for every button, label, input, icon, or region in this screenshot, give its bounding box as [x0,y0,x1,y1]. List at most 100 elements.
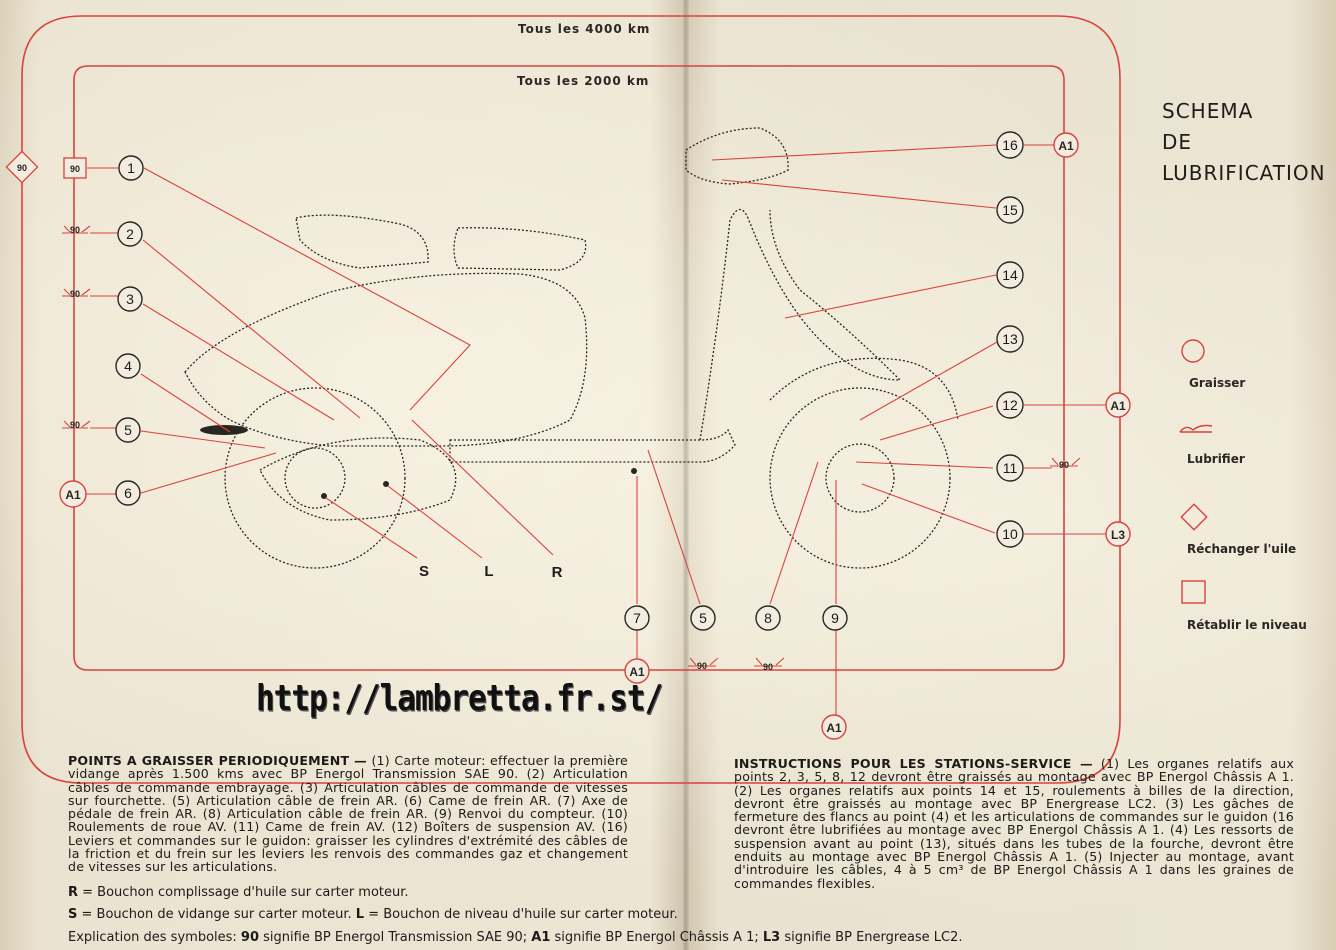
leader-13 [859,341,998,421]
callout-circles [115,131,1024,631]
plug-letters: S L R [419,563,563,581]
plug-l-label: L [484,563,493,580]
plug-r-label: R [552,564,563,581]
legend-lubricate-label: Lubrifier [1187,452,1245,466]
front-wheel [769,387,951,569]
legend-change-oil-label: Réchanger l'uile [1187,542,1297,556]
engine-case [259,437,457,521]
oilcan-3-icon [62,288,91,297]
expl-k2: A1 [531,930,551,945]
callout-11: 11 [1003,460,1018,476]
front-fender [769,357,959,421]
leg-shield [699,208,902,441]
a1-16-symbol [1053,132,1079,158]
leader-5-bottom [647,449,701,605]
leader-lines [86,144,1106,718]
leader-5-left [140,430,266,449]
legend-grease-label: Graisser [1189,376,1246,390]
callout-4: 4 [124,358,132,374]
schema-title-line1: SCHEMA [1162,99,1254,123]
oil-5b-label: 90 [697,661,707,671]
callout-13-circle [996,325,1024,353]
right-symbols: A1 A1 90 L3 [1050,132,1131,547]
callout-15: 15 [1002,202,1018,218]
leader-11 [855,461,994,469]
callout-10: 10 [1002,526,1018,542]
scooter-drawing [184,127,959,569]
expl-t4: signifie BP Energrease LC2. [780,930,963,945]
callout-12-circle [996,391,1024,419]
callout-5b: 5 [699,610,707,626]
points-body: (1) Carte moteur: effectuer la première … [68,753,628,875]
s-key: S [68,907,78,922]
frame-2000km [73,65,1065,671]
l3-symbol [1105,521,1131,547]
callout-11-circle [996,454,1024,482]
callout-1-circle [118,155,144,181]
callout-12: 12 [1002,397,1018,413]
points-heading: POINTS A GRAISSER PERIODIQUEMENT — [68,753,367,768]
square-90-label: 90 [70,164,80,174]
points-paragraph: POINTS A GRAISSER PERIODIQUEMENT — (1) C… [68,754,628,874]
oil-3-label: 90 [70,289,80,299]
leader-2 [142,239,361,419]
callout-1: 1 [127,160,135,176]
bottom-symbols: A1 90 90 A1 [624,657,847,740]
oilcan-8-icon [754,657,785,667]
callout-9: 9 [831,610,839,626]
diamond-90-label: 90 [17,163,27,173]
oil-11-label: 90 [1059,460,1069,470]
leader-16 [711,144,997,161]
callout-9-circle [822,605,848,631]
rear-lamp [200,425,248,435]
a1-7-label: A1 [629,665,645,679]
a1-12-symbol [1105,392,1131,418]
callout-7-circle [624,605,650,631]
interval-frames [21,15,1121,784]
square-90-symbol [63,157,87,179]
symbols-explanation-line: Explication des symboles: 90 signifie BP… [68,930,963,945]
callout-3: 3 [126,291,134,307]
oil-2-label: 90 [70,225,80,235]
headset [685,127,789,185]
schema-title-line2: DE [1162,130,1193,154]
legend-symbols [1179,339,1213,604]
floorboard [449,428,736,463]
page-fold [683,0,689,950]
callout-8: 8 [764,610,772,626]
callout-16: 16 [1002,137,1018,153]
schema-title: SCHEMA DE LUBRIFICATION [1162,96,1326,189]
rear-body [184,272,588,447]
leader-6 [140,452,277,494]
a1-9-symbol [821,714,847,740]
leader-4 [140,373,231,433]
expl-k1: 90 [240,930,260,945]
legend-lubricate-icon [1179,424,1213,433]
r-text: = Bouchon complissage d'huile sur carter… [78,885,409,900]
oilcan-2-icon [62,225,91,234]
callout-15-circle [996,196,1024,224]
oilcan-11-icon [1050,457,1081,467]
leader-s [325,497,418,559]
instructions-paragraph: INSTRUCTIONS POUR LES STATIONS-SERVICE —… [734,757,1294,890]
l-key: L [355,907,365,922]
callout-10-circle [996,520,1024,548]
plug-s-label: S [419,563,429,580]
schema-title-line3: LUBRIFICATION [1162,161,1326,185]
leader-3 [142,303,335,421]
label-4000km: Tous les 4000 km [518,22,651,36]
callout-5: 5 [124,422,132,438]
leader-l [387,485,483,559]
callout-13: 13 [1002,331,1018,347]
seat-front [453,227,587,271]
point-7-dot [631,468,637,474]
a1-7-symbol [624,658,650,684]
expl-t1: Explication des symboles: [68,930,241,945]
a1-9-label: A1 [826,721,842,735]
legend-change-oil-icon [1180,503,1208,531]
diamond-90-symbol [5,150,39,184]
seat-rear [295,214,429,269]
a1-16-label: A1 [1058,139,1074,153]
oil-5-label: 90 [70,420,80,430]
oil-8-label: 90 [763,662,773,672]
